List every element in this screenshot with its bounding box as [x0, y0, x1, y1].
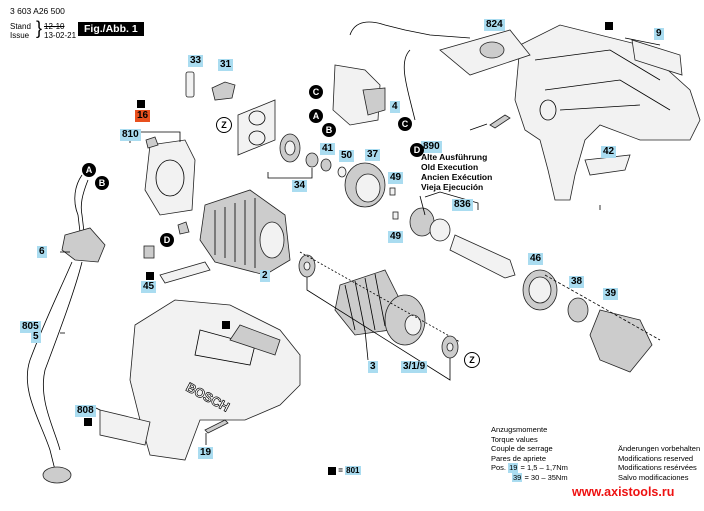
part-label-42[interactable]: 42: [601, 146, 617, 158]
part-label-801[interactable]: 801: [345, 466, 361, 475]
stand-label: Stand: [10, 22, 31, 31]
part-label-810[interactable]: 810: [120, 129, 141, 141]
torque-title-de: Anzugsmomente: [491, 425, 548, 434]
modifications-fr: Modifications resérvées: [618, 463, 697, 472]
part-label-49-upper[interactable]: 49: [388, 172, 404, 184]
set-marker-icon: [137, 100, 145, 108]
connector-c-marker: C: [398, 117, 412, 131]
part-label-34[interactable]: 34: [292, 180, 308, 192]
set-marker-icon: [328, 466, 336, 475]
torque-pos-19[interactable]: 19: [508, 463, 519, 473]
part-label-9[interactable]: 9: [654, 28, 664, 40]
part-label-6[interactable]: 6: [37, 246, 47, 258]
set-legend: = 801: [328, 466, 361, 475]
torque-title-en: Torque values: [491, 434, 538, 444]
modifications-note: Änderungen vorbehalten Modifications res…: [618, 444, 700, 482]
connector-z-marker: Z: [216, 117, 232, 133]
connector-b-marker: B: [322, 123, 336, 137]
part-label-2[interactable]: 2: [260, 270, 270, 282]
issue-label: Issue: [10, 31, 30, 40]
part-label-39[interactable]: 39: [603, 288, 619, 300]
part-label-824[interactable]: 824: [484, 19, 505, 31]
watermark-url[interactable]: www.axistools.ru: [572, 485, 675, 499]
modifications-es: Salvo modificaciones: [618, 472, 689, 482]
torque-title-es: Pares de apriete: [491, 453, 547, 463]
part-label-808[interactable]: 808: [75, 405, 96, 417]
old-execution-es: Vieja Ejecución: [421, 182, 484, 192]
part-label-33[interactable]: 33: [188, 55, 204, 67]
part-label-3[interactable]: 3: [368, 361, 378, 373]
old-execution-note: Alte Ausführung Old Execution Ancien Exé…: [421, 152, 492, 192]
old-execution-de: Alte Ausführung: [421, 152, 488, 162]
brace-glyph: }: [36, 18, 43, 38]
housing-half: [514, 24, 701, 201]
part-label-37[interactable]: 37: [365, 149, 381, 161]
set-marker-icon: [146, 272, 154, 280]
legend-equals: =: [338, 466, 343, 475]
part-label-49-lower[interactable]: 49: [388, 231, 404, 243]
figure-label: Fig./Abb. 1: [78, 22, 144, 36]
torque-value-39: = 30 – 35Nm: [524, 472, 568, 482]
new-date: 13-02-21: [44, 31, 77, 40]
modifications-de: Änderungen vorbehalten: [618, 444, 701, 453]
issue-dates: 12-10 13-02-21: [44, 22, 76, 40]
part-label-46[interactable]: 46: [528, 253, 544, 265]
part-label-45[interactable]: 45: [141, 281, 157, 293]
connector-d-marker: D: [160, 233, 174, 247]
old-execution-fr: Ancien Exécution: [421, 172, 493, 182]
part-label-805[interactable]: 805: [20, 321, 41, 333]
torque-title-fr: Couple de serrage: [491, 444, 553, 453]
part-label-4[interactable]: 4: [390, 101, 400, 113]
torque-values-block: Anzugsmomente Torque values Couple de se…: [491, 425, 568, 482]
pos-label: Pos.: [491, 463, 507, 472]
cable-grommet: [61, 227, 106, 263]
part-label-38[interactable]: 38: [569, 276, 585, 288]
part-label-31[interactable]: 31: [218, 59, 234, 71]
modifications-en: Modifications reserved: [618, 453, 694, 463]
part-label-16[interactable]: 16: [135, 110, 151, 122]
part-label-5[interactable]: 5: [31, 331, 41, 343]
stand-issue-labels: Stand Issue: [10, 22, 31, 40]
torque-row-19: Pos. 19 = 1,5 – 1,7Nm: [491, 463, 568, 473]
motor-housing: [129, 299, 301, 461]
old-date: 12-10: [44, 22, 65, 31]
set-marker-icon: [84, 418, 92, 426]
brush-holder: [144, 139, 196, 216]
connector-z-marker: Z: [464, 352, 480, 368]
torque-row-39: 39 = 30 – 35Nm: [491, 472, 568, 482]
part-label-836[interactable]: 836: [452, 199, 473, 211]
part-label-50[interactable]: 50: [339, 150, 355, 162]
part-label-19[interactable]: 19: [198, 447, 214, 459]
connector-a-marker: A: [82, 163, 96, 177]
connector-c-marker: C: [309, 85, 323, 99]
torque-pos-39[interactable]: 39: [512, 472, 523, 482]
part-label-41[interactable]: 41: [320, 143, 336, 155]
connector-b-marker: B: [95, 176, 109, 190]
part-label-890[interactable]: 890: [421, 141, 442, 153]
set-marker-icon: [605, 22, 613, 30]
torque-value-19: = 1,5 – 1,7Nm: [520, 463, 568, 472]
old-execution-en: Old Execution: [421, 162, 479, 172]
label-plate-9: [631, 39, 683, 76]
connector-a-marker: A: [309, 109, 323, 123]
part-label-3-1-9[interactable]: 3/1/9: [401, 361, 428, 373]
set-marker-icon: [222, 321, 230, 329]
connector-d-marker: D: [410, 143, 424, 157]
part-number: 3 603 A26 500: [10, 6, 65, 16]
